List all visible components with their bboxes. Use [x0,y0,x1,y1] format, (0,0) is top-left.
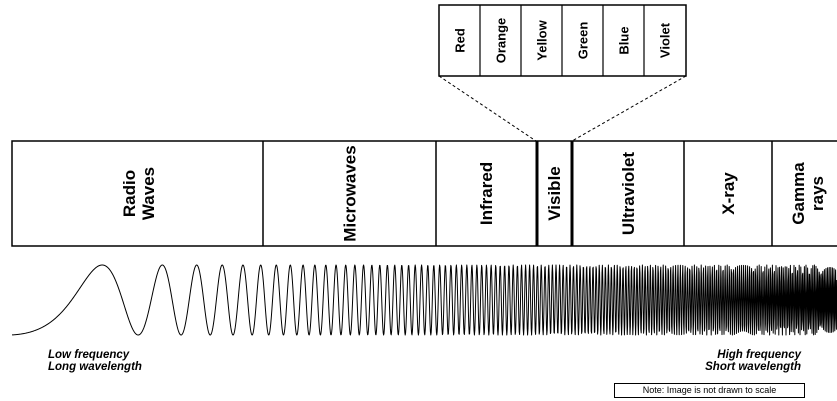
band-label-line: Waves [139,167,158,220]
color-label-yellow: Yellow [535,19,550,60]
band-label-line: Radio [120,170,139,217]
color-label-red: Red [453,28,468,53]
band-label-line: rays [808,176,827,211]
visible-colors-group: Red Orange Yellow Green Blue Violet [438,4,687,77]
zoom-line-left [438,75,537,142]
band-visible: Visible [545,166,564,221]
band-microwaves: Microwaves [341,145,360,241]
color-label-blue: Blue [617,26,632,54]
color-label-green: Green [576,22,591,60]
band-radio-waves: Radio Waves [120,167,158,220]
spectrum-band: Radio Waves Microwaves Infrared Visible … [11,140,837,247]
short-wavelength-text: Short wavelength [705,361,801,373]
band-label-line: Gamma [789,162,808,225]
low-frequency-text: Low frequency [48,349,130,361]
band-ultraviolet: Ultraviolet [619,152,638,235]
long-wavelength-text: Long wavelength [48,361,142,373]
band-infrared: Infrared [477,162,496,225]
low-frequency-label: Low frequency Long wavelength [48,349,142,373]
frequency-wave [11,264,837,336]
color-label-orange: Orange [494,18,509,64]
band-border [11,140,837,247]
band-x-ray: X-ray [719,172,738,215]
zoom-line-right [571,75,687,142]
high-frequency-text: High frequency [717,349,801,361]
high-frequency-label: High frequency Short wavelength [705,349,801,373]
scale-note: Note: Image is not drawn to scale [614,383,805,398]
color-label-violet: Violet [658,22,673,58]
band-gamma-rays: Gamma rays [789,162,827,225]
